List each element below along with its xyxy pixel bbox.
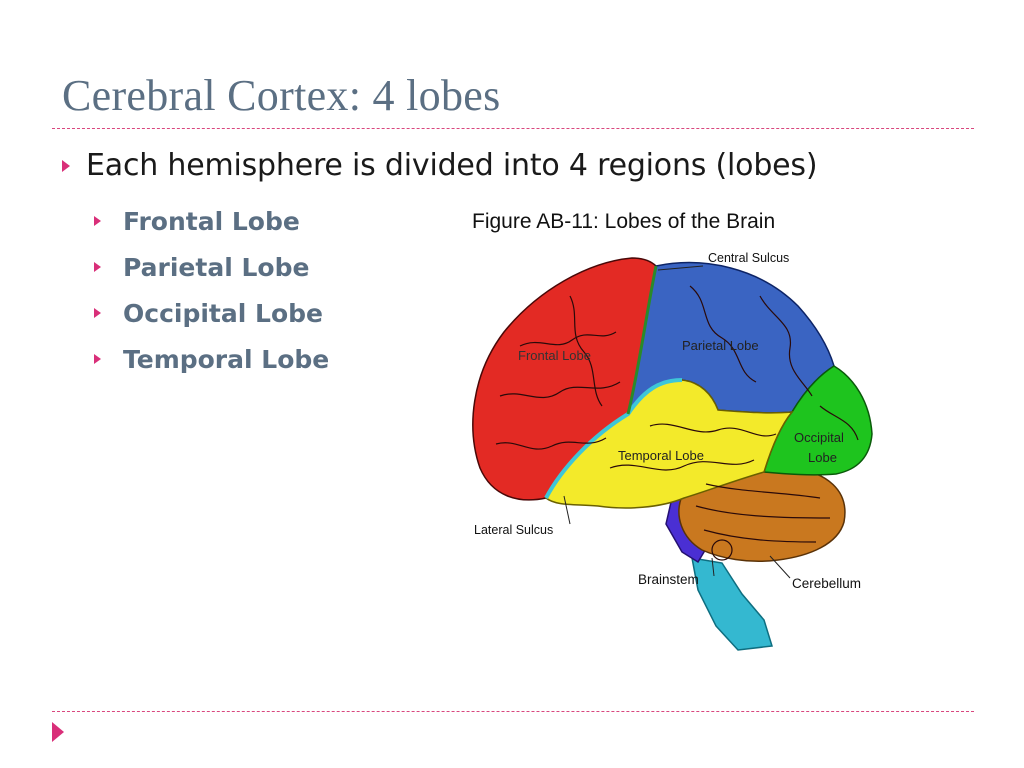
brainstem-region <box>691 557 773 651</box>
play-arrow-icon <box>52 722 64 742</box>
lateral-sulcus-label: Lateral Sulcus <box>474 523 553 537</box>
slide-title: Cerebral Cortex: 4 lobes <box>62 71 501 120</box>
list-item: Frontal Lobe <box>94 198 329 244</box>
parietal-lobe-label: Parietal Lobe <box>682 338 759 353</box>
lobe-label: Temporal Lobe <box>123 344 330 374</box>
bullet-arrow-icon <box>94 262 101 272</box>
brainstem-label: Brainstem <box>638 572 699 587</box>
lobe-label: Occipital Lobe <box>123 298 323 328</box>
footer-divider <box>52 711 974 712</box>
title-divider <box>52 128 974 129</box>
lobe-label: Parietal Lobe <box>123 252 310 282</box>
cerebellum-label: Cerebellum <box>792 576 861 591</box>
lobe-label: Frontal Lobe <box>123 206 300 236</box>
figure-title: Figure AB-11: Lobes of the Brain <box>472 210 776 233</box>
temporal-lobe-label: Temporal Lobe <box>618 448 704 463</box>
central-sulcus-label: Central Sulcus <box>708 251 789 265</box>
label-leaders <box>563 265 791 579</box>
brain-lobes-figure: Figure AB-11: Lobes of the Brain <box>460 206 900 656</box>
main-bullet: Each hemisphere is divided into 4 region… <box>62 148 818 183</box>
lobe-list: Frontal Lobe Parietal Lobe Occipital Lob… <box>94 198 329 382</box>
bullet-arrow-icon <box>94 354 101 364</box>
list-item: Temporal Lobe <box>94 336 329 382</box>
bullet-arrow-icon <box>94 216 101 226</box>
frontal-lobe-label: Frontal Lobe <box>518 348 591 363</box>
occipital-label-line2: Lobe <box>808 450 837 465</box>
main-bullet-text: Each hemisphere is divided into 4 region… <box>86 148 818 183</box>
bullet-arrow-icon <box>62 159 70 172</box>
occipital-label-line1: Occipital <box>794 430 844 445</box>
lateral-sulcus-line <box>544 378 683 499</box>
bullet-arrow-icon <box>94 308 101 318</box>
central-sulcus-line <box>626 265 658 415</box>
list-item: Occipital Lobe <box>94 290 329 336</box>
list-item: Parietal Lobe <box>94 244 329 290</box>
brain-diagram: Central Sulcus Frontal Lobe Parietal Lob… <box>472 251 873 651</box>
temporal-lobe-region <box>545 379 794 509</box>
gyri-lines <box>495 285 859 561</box>
